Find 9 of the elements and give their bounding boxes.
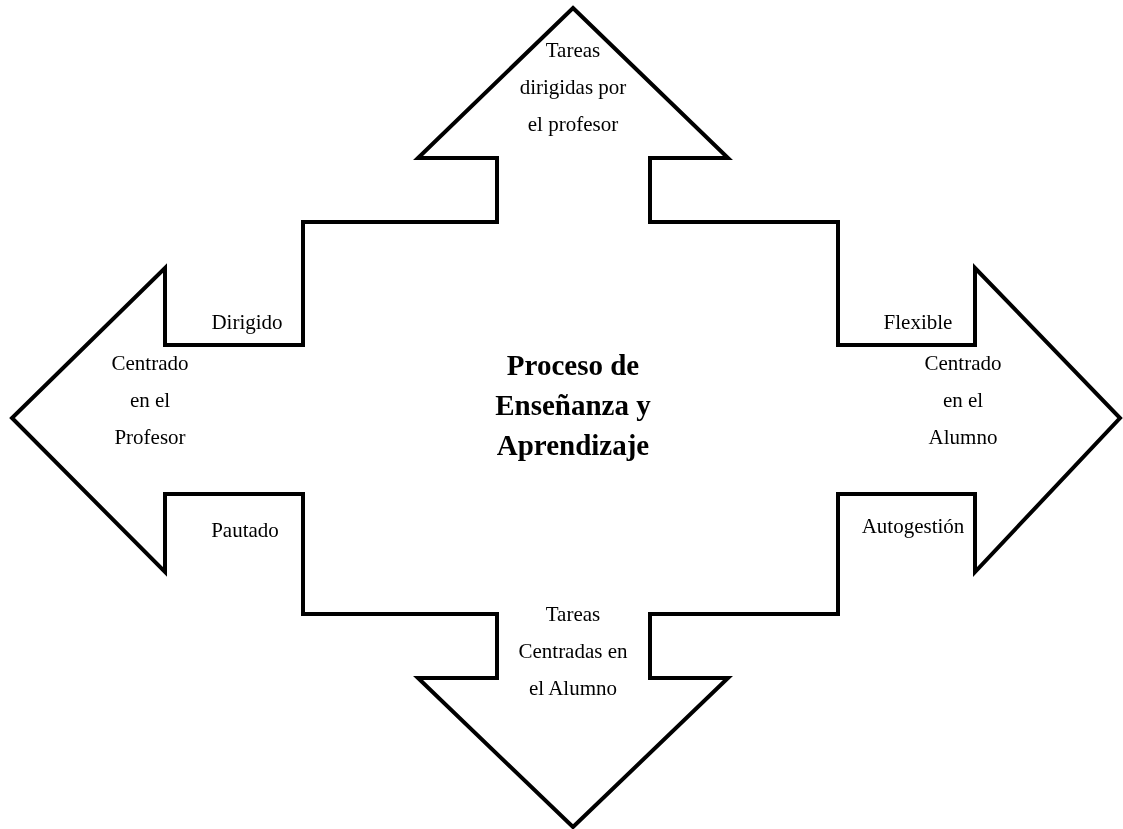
side-label: Autogestión [860,513,966,540]
arrow-text: Centrado en el Alumno [923,350,1003,451]
side-label: Pautado [210,517,280,544]
side-label: Flexible [882,309,954,336]
arrow-text: Centrado en el Profesor [110,350,190,451]
arrow-text: Tareas Centradas en el Alumno [518,601,628,702]
arrow-text: Tareas dirigidas por el profesor [518,37,628,138]
center-title: Proceso de Enseñanza y Aprendizaje [494,348,652,463]
side-label: Dirigido [210,309,284,336]
